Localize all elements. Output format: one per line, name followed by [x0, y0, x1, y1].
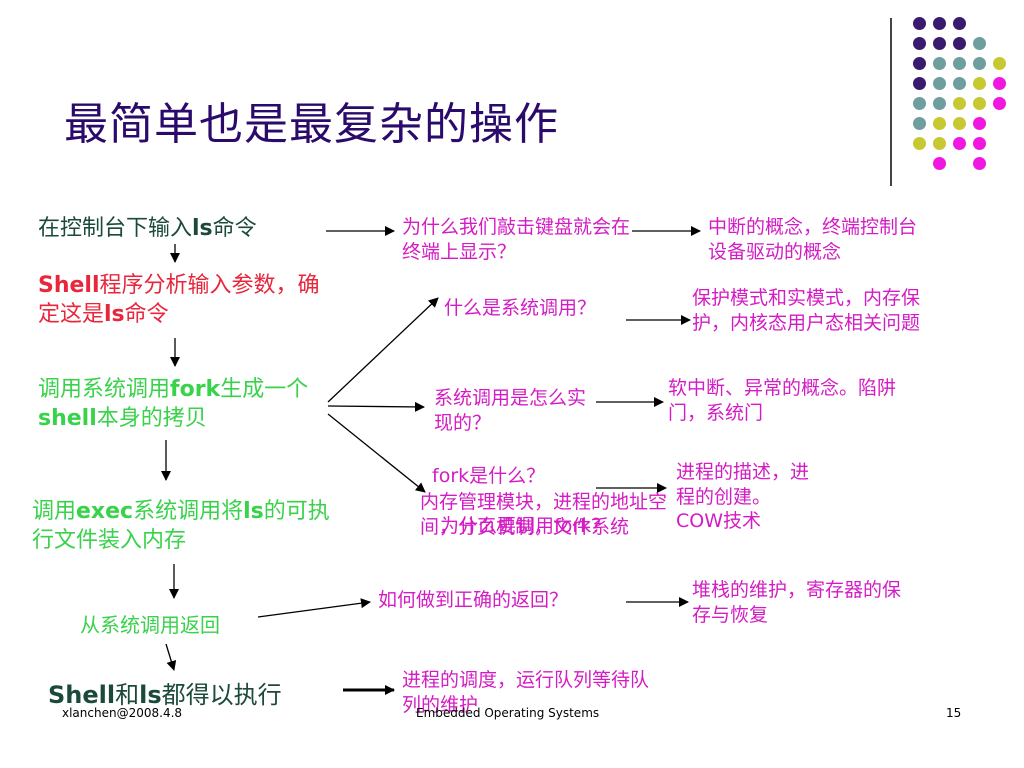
question-fork: fork是什么？	[432, 465, 546, 487]
arrow	[327, 401, 425, 412]
question-why-fork: 为什么要调用fork？	[440, 515, 611, 537]
decorative-dot	[973, 37, 986, 50]
question-syscall: 什么是系统调用？	[444, 297, 597, 319]
slide-title: 最简单也是最复杂的操作	[64, 99, 559, 150]
question-keyboard: 为什么我们敲击键盘就会在终端上显示？	[402, 216, 631, 263]
decorative-dot	[953, 57, 966, 70]
decorative-dot	[973, 157, 986, 170]
decorative-dot	[913, 17, 926, 30]
decorative-dot	[993, 57, 1006, 70]
decorative-dot	[973, 117, 986, 130]
arrow	[327, 413, 426, 493]
step-input-ls: 在控制台下输入ls命令	[38, 216, 257, 241]
decorative-dot	[933, 157, 946, 170]
decorative-dot	[953, 117, 966, 130]
question-syscall-impl: 系统调用是怎么实现的？	[434, 387, 587, 434]
decorative-dot	[933, 97, 946, 110]
arrow	[165, 643, 177, 671]
decorative-dot	[993, 77, 1006, 90]
step-shell-parse: Shell程序分析输入参数，确定这是ls命令	[38, 273, 320, 327]
decorative-dot	[973, 97, 986, 110]
decorative-dot	[933, 37, 946, 50]
step-exec-both: Shell和ls都得以执行	[48, 681, 282, 709]
decorative-dot	[913, 97, 926, 110]
decorative-dot	[913, 137, 926, 150]
divider-line	[890, 18, 892, 186]
step-syscall-return: 从系统调用返回	[80, 613, 220, 637]
decorative-dot	[953, 77, 966, 90]
decorative-dot	[933, 117, 946, 130]
question-return: 如何做到正确的返回？	[378, 589, 569, 611]
question-scheduling: 进程的调度，运行队列等待队列的维护	[402, 669, 650, 716]
arrow	[327, 297, 439, 403]
footer-author: xlanchen@2008.4.8	[62, 706, 183, 720]
answer-protected-mode: 保护模式和实模式，内存保护，内核态用户态相关问题	[692, 287, 921, 334]
question-memory-mgmt: 内存管理模块，进程的地址空间，分页机制，文件系统	[420, 491, 668, 538]
decorative-dot	[953, 97, 966, 110]
decorative-dot	[933, 57, 946, 70]
answer-soft-interrupt: 软中断、异常的概念。陷阱门，系统门	[668, 377, 897, 424]
decorative-dot	[933, 77, 946, 90]
decorative-dot	[953, 37, 966, 50]
decorative-dot	[953, 17, 966, 30]
step-fork: 调用系统调用fork生成一个shell本身的拷贝	[38, 377, 309, 431]
step-exec: 调用exec系统调用将ls的可执行文件装入内存	[32, 499, 330, 553]
decorative-dot	[973, 57, 986, 70]
decorative-dot	[913, 117, 926, 130]
decorative-dot	[993, 97, 1006, 110]
decorative-dot	[913, 77, 926, 90]
decorative-dot	[973, 137, 986, 150]
decorative-dot	[913, 57, 926, 70]
decorative-dot	[933, 17, 946, 30]
answer-interrupt: 中断的概念，终端控制台设备驱动的概念	[708, 216, 918, 263]
decorative-dot	[913, 37, 926, 50]
decorative-dot	[973, 77, 986, 90]
arrow	[257, 598, 371, 618]
footer-course: Embedded Operating Systems	[416, 706, 600, 720]
answer-process: 进程的描述，进程的创建。COW技术	[676, 461, 810, 533]
decorative-dot	[953, 137, 966, 150]
decorative-dot	[933, 137, 946, 150]
footer-page-number: 15	[946, 706, 962, 720]
answer-stack: 堆栈的维护，寄存器的保存与恢复	[692, 579, 902, 626]
